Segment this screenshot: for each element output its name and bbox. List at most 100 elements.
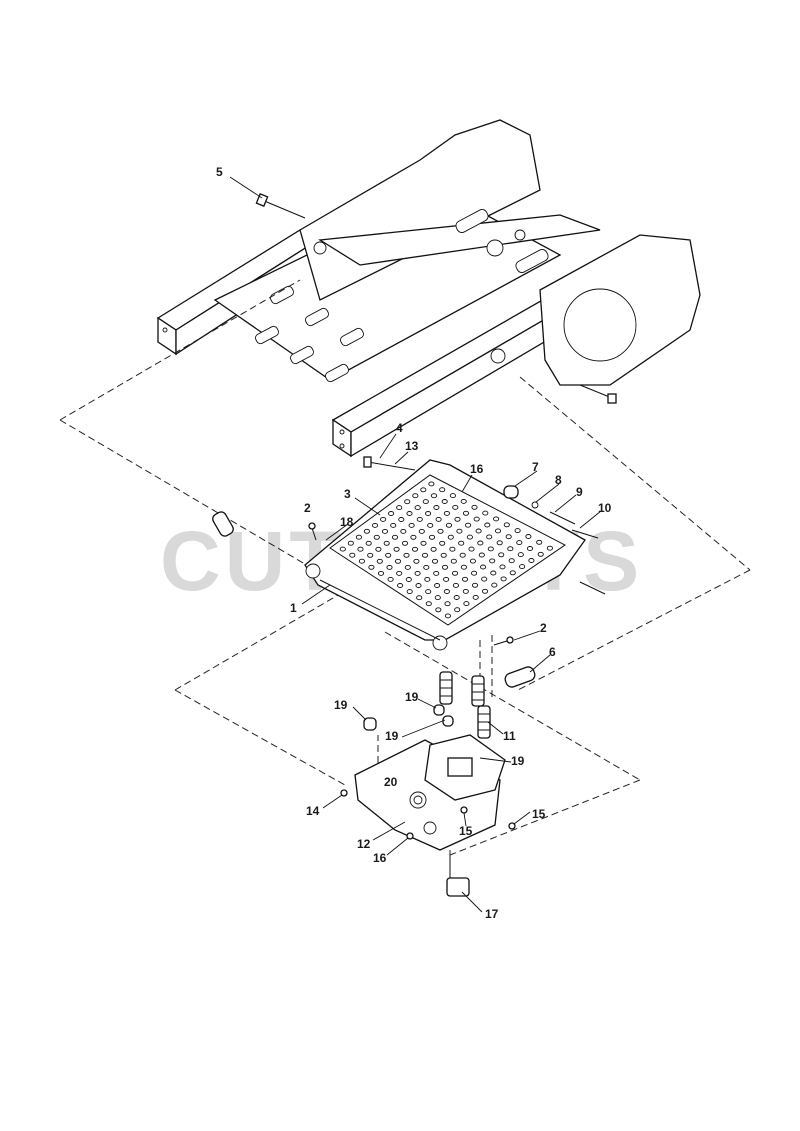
perforation-hole <box>391 534 399 540</box>
callout-13: 13 <box>405 439 419 453</box>
perforation-hole <box>406 511 413 516</box>
perforation-hole <box>452 582 459 588</box>
perforation-hole <box>420 487 427 493</box>
callout-6: 6 <box>549 645 556 659</box>
perforation-hole <box>546 545 553 551</box>
perforation-hole <box>425 511 432 516</box>
perforation-hole <box>367 552 374 558</box>
perforation-hole <box>449 493 456 499</box>
suspension-springs <box>439 671 491 739</box>
perforation-hole <box>451 570 459 576</box>
perforation-hole <box>416 516 423 522</box>
perforation-hole <box>387 576 394 582</box>
perforation-hole <box>443 589 450 594</box>
perforation-hole <box>509 570 516 576</box>
perforation-hole <box>484 522 491 528</box>
perforation-hole <box>519 564 526 570</box>
perforation-hole <box>385 552 392 558</box>
perforation-hole <box>414 570 421 576</box>
perforation-hole <box>383 540 390 546</box>
perforation-hole <box>435 516 442 522</box>
perforation-hole <box>454 516 461 522</box>
perforation-hole <box>411 546 419 552</box>
perforation-hole <box>443 576 450 582</box>
perforation-hole <box>408 522 415 528</box>
perforation-hole <box>461 576 469 582</box>
perforation-hole <box>373 534 380 540</box>
perforation-hole <box>430 493 438 499</box>
perforation-hole <box>425 589 432 595</box>
perforation-hole <box>471 582 479 588</box>
perforation-hole <box>460 564 467 570</box>
perforation-hole <box>437 528 444 534</box>
perforation-hole <box>424 576 431 582</box>
callout-19-left: 19 <box>334 698 348 712</box>
perforation-hole <box>526 546 534 551</box>
perforation-hole <box>477 540 484 546</box>
callout-17: 17 <box>485 907 499 921</box>
perforation-hole <box>490 570 497 576</box>
perforation-hole <box>537 551 544 557</box>
perforation-hole <box>481 576 488 582</box>
callout-2: 2 <box>304 501 311 515</box>
seat-platform-plate <box>304 459 586 651</box>
perforation-hole <box>433 570 440 576</box>
callout-10: 10 <box>598 501 612 515</box>
callout-15-left: 15 <box>459 824 473 838</box>
callout-11: 11 <box>503 729 516 743</box>
base-mounting-bracket <box>340 704 516 897</box>
perforation-hole <box>450 558 457 564</box>
perforation-hole <box>472 594 479 600</box>
perforation-hole <box>449 546 456 552</box>
perforation-hole <box>439 487 446 493</box>
perforation-hole <box>410 534 417 540</box>
perforation-hole <box>403 552 410 558</box>
perforation-hole <box>428 481 435 487</box>
callout-8: 8 <box>555 473 562 487</box>
perforation-hole <box>500 576 507 582</box>
perforation-hole <box>471 570 478 576</box>
perforation-hole <box>427 522 434 528</box>
perforation-hole <box>498 552 505 558</box>
perforation-hole <box>339 546 346 552</box>
perforation-hole <box>482 510 489 516</box>
perforation-hole <box>357 546 364 552</box>
callout-2-lower: 2 <box>540 621 547 635</box>
perforation-hole <box>421 552 429 558</box>
perforation-hole <box>420 540 427 546</box>
perforation-hole <box>452 504 459 510</box>
perforation-hole <box>462 510 470 516</box>
perforation-hole <box>471 504 478 510</box>
callout-leader-lines <box>229 176 602 913</box>
perforation-hole <box>425 601 432 607</box>
perforation-hole <box>380 516 387 522</box>
perforation-hole <box>422 499 429 505</box>
perforation-hole <box>386 564 393 570</box>
callout-20: 20 <box>384 775 398 789</box>
perforation-hole <box>396 505 403 511</box>
callout-14: 14 <box>306 804 320 818</box>
perforation-hole <box>434 595 441 601</box>
perforation-hole <box>460 498 467 504</box>
perforation-hole <box>355 534 362 540</box>
perforation-hole <box>430 546 437 552</box>
perforation-hole <box>458 540 465 546</box>
perforation-hole <box>365 540 372 546</box>
callout-4: 4 <box>396 421 403 435</box>
perforation-hole <box>398 517 405 522</box>
perforation-hole <box>468 546 475 552</box>
perforation-hole <box>528 558 535 563</box>
perforation-hole <box>358 558 365 564</box>
platform-perforations <box>339 481 553 619</box>
perforation-hole <box>489 558 496 564</box>
callout-7: 7 <box>532 460 539 474</box>
perforation-hole <box>412 493 419 499</box>
perforation-hole <box>487 546 494 552</box>
perforation-hole <box>480 564 487 570</box>
perforation-hole <box>388 511 395 516</box>
perforation-hole <box>481 588 489 594</box>
perforation-hole <box>363 528 370 534</box>
perforation-hole <box>456 528 463 534</box>
callout-15-right: 15 <box>532 807 546 821</box>
perforation-hole <box>441 499 448 504</box>
